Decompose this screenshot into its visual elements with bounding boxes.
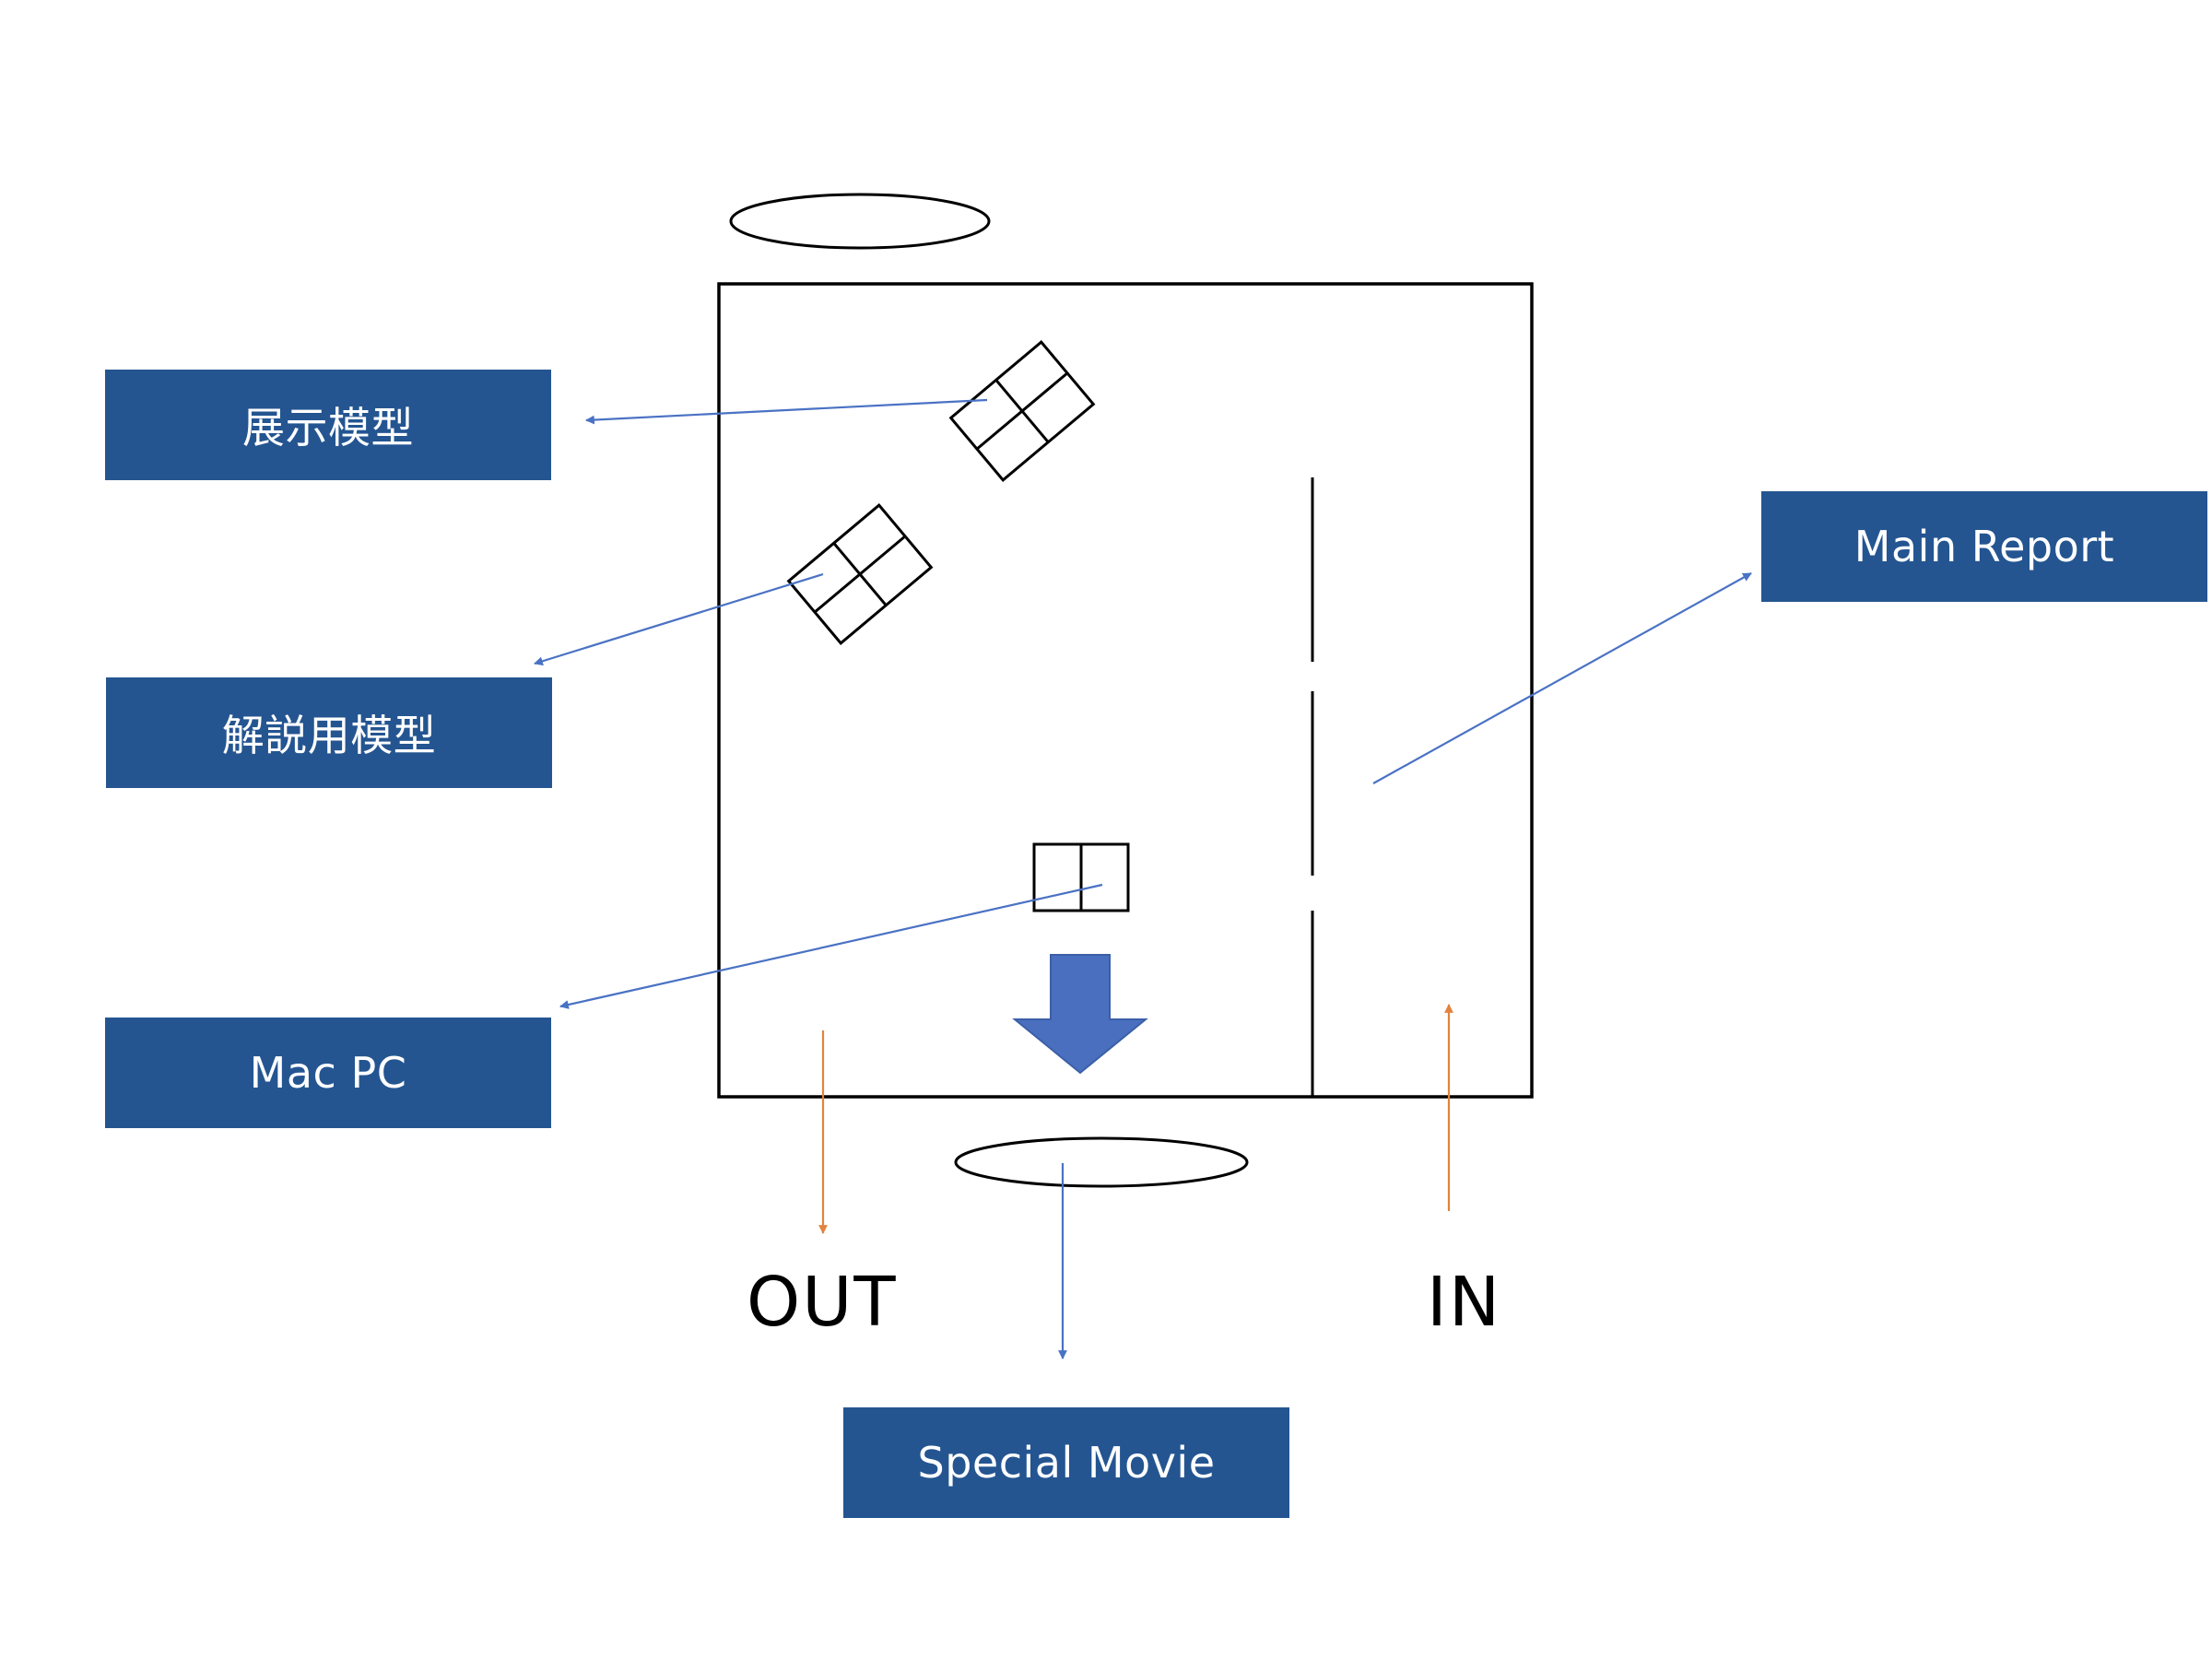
- top-entrance-ellipse: [729, 193, 991, 250]
- exhibit-model-label: 展示模型: [105, 370, 551, 480]
- explanation-model-label-text: 解説用模型: [221, 711, 437, 760]
- mac-pc-label-text: Mac PC: [249, 1048, 407, 1098]
- special-movie-label: Special Movie: [843, 1407, 1289, 1518]
- down-arrow-icon: [1012, 954, 1148, 1075]
- room-outline: [717, 282, 1534, 1099]
- pointer-exhibit-model: [585, 398, 988, 425]
- mac-pc-desk: [1032, 842, 1130, 912]
- pointer-mac-pc: [559, 883, 1103, 1009]
- in-label: IN: [1427, 1263, 1502, 1342]
- exhibit-model-label-text: 展示模型: [242, 403, 414, 453]
- explanation-model-table: [786, 503, 934, 645]
- main-report-label-text: Main Report: [1853, 522, 2115, 571]
- bottom-entrance-ellipse: [954, 1136, 1249, 1188]
- mac-pc-label: Mac PC: [105, 1018, 551, 1128]
- main-report-label: Main Report: [1761, 491, 2207, 602]
- pointer-main-report: [1372, 572, 1752, 784]
- exhibit-model-table: [948, 340, 1096, 482]
- pointer-explanation-model: [534, 572, 824, 666]
- special-movie-label-text: Special Movie: [917, 1438, 1216, 1488]
- explanation-model-label: 解説用模型: [106, 677, 552, 788]
- out-label: OUT: [747, 1263, 898, 1342]
